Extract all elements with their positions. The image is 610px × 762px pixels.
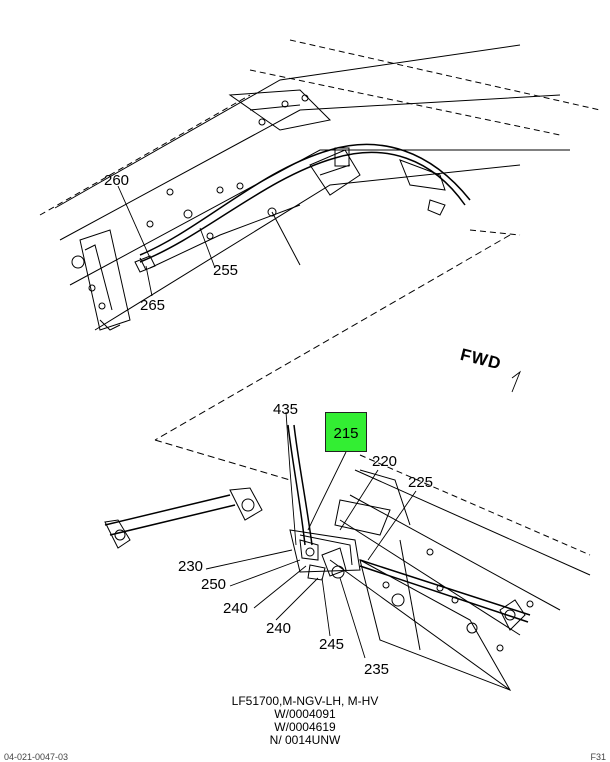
callout-255[interactable]: 255 [213,262,239,279]
callout-260[interactable]: 260 [104,172,130,189]
caption-line-1: LF51700,M-NGV-LH, M-HV [231,694,379,708]
caption-line-3: W/0004619 [274,720,336,734]
callout-240-a[interactable]: 240 [223,600,249,617]
callout-240-b[interactable]: 240 [266,620,292,637]
caption-line-2: W/0004091 [274,707,336,721]
leader-lines [117,185,522,659]
callout-435[interactable]: 435 [273,401,299,418]
view-connector-line [154,234,511,441]
callout-235[interactable]: 235 [364,661,390,678]
footer-right-code: F31 [590,752,606,762]
callout-230[interactable]: 230 [178,558,204,575]
upper-frame-rail [39,39,601,331]
diagram-caption: LF51700,M-NGV-LH, M-HV W/0004091 W/00046… [0,695,610,747]
callout-265[interactable]: 265 [140,297,166,314]
view-connector-line-2 [154,439,291,481]
callout-220[interactable]: 220 [372,453,398,470]
footer-left-code: 04-021-0047-03 [4,752,69,762]
callout-215-highlighted[interactable]: 215 [325,412,367,452]
caption-line-4: N/ 0014UNW [269,733,341,747]
lower-frame-rail [104,424,591,691]
callout-225[interactable]: 225 [408,474,434,491]
callout-250[interactable]: 250 [201,576,227,593]
callout-245[interactable]: 245 [319,636,345,653]
